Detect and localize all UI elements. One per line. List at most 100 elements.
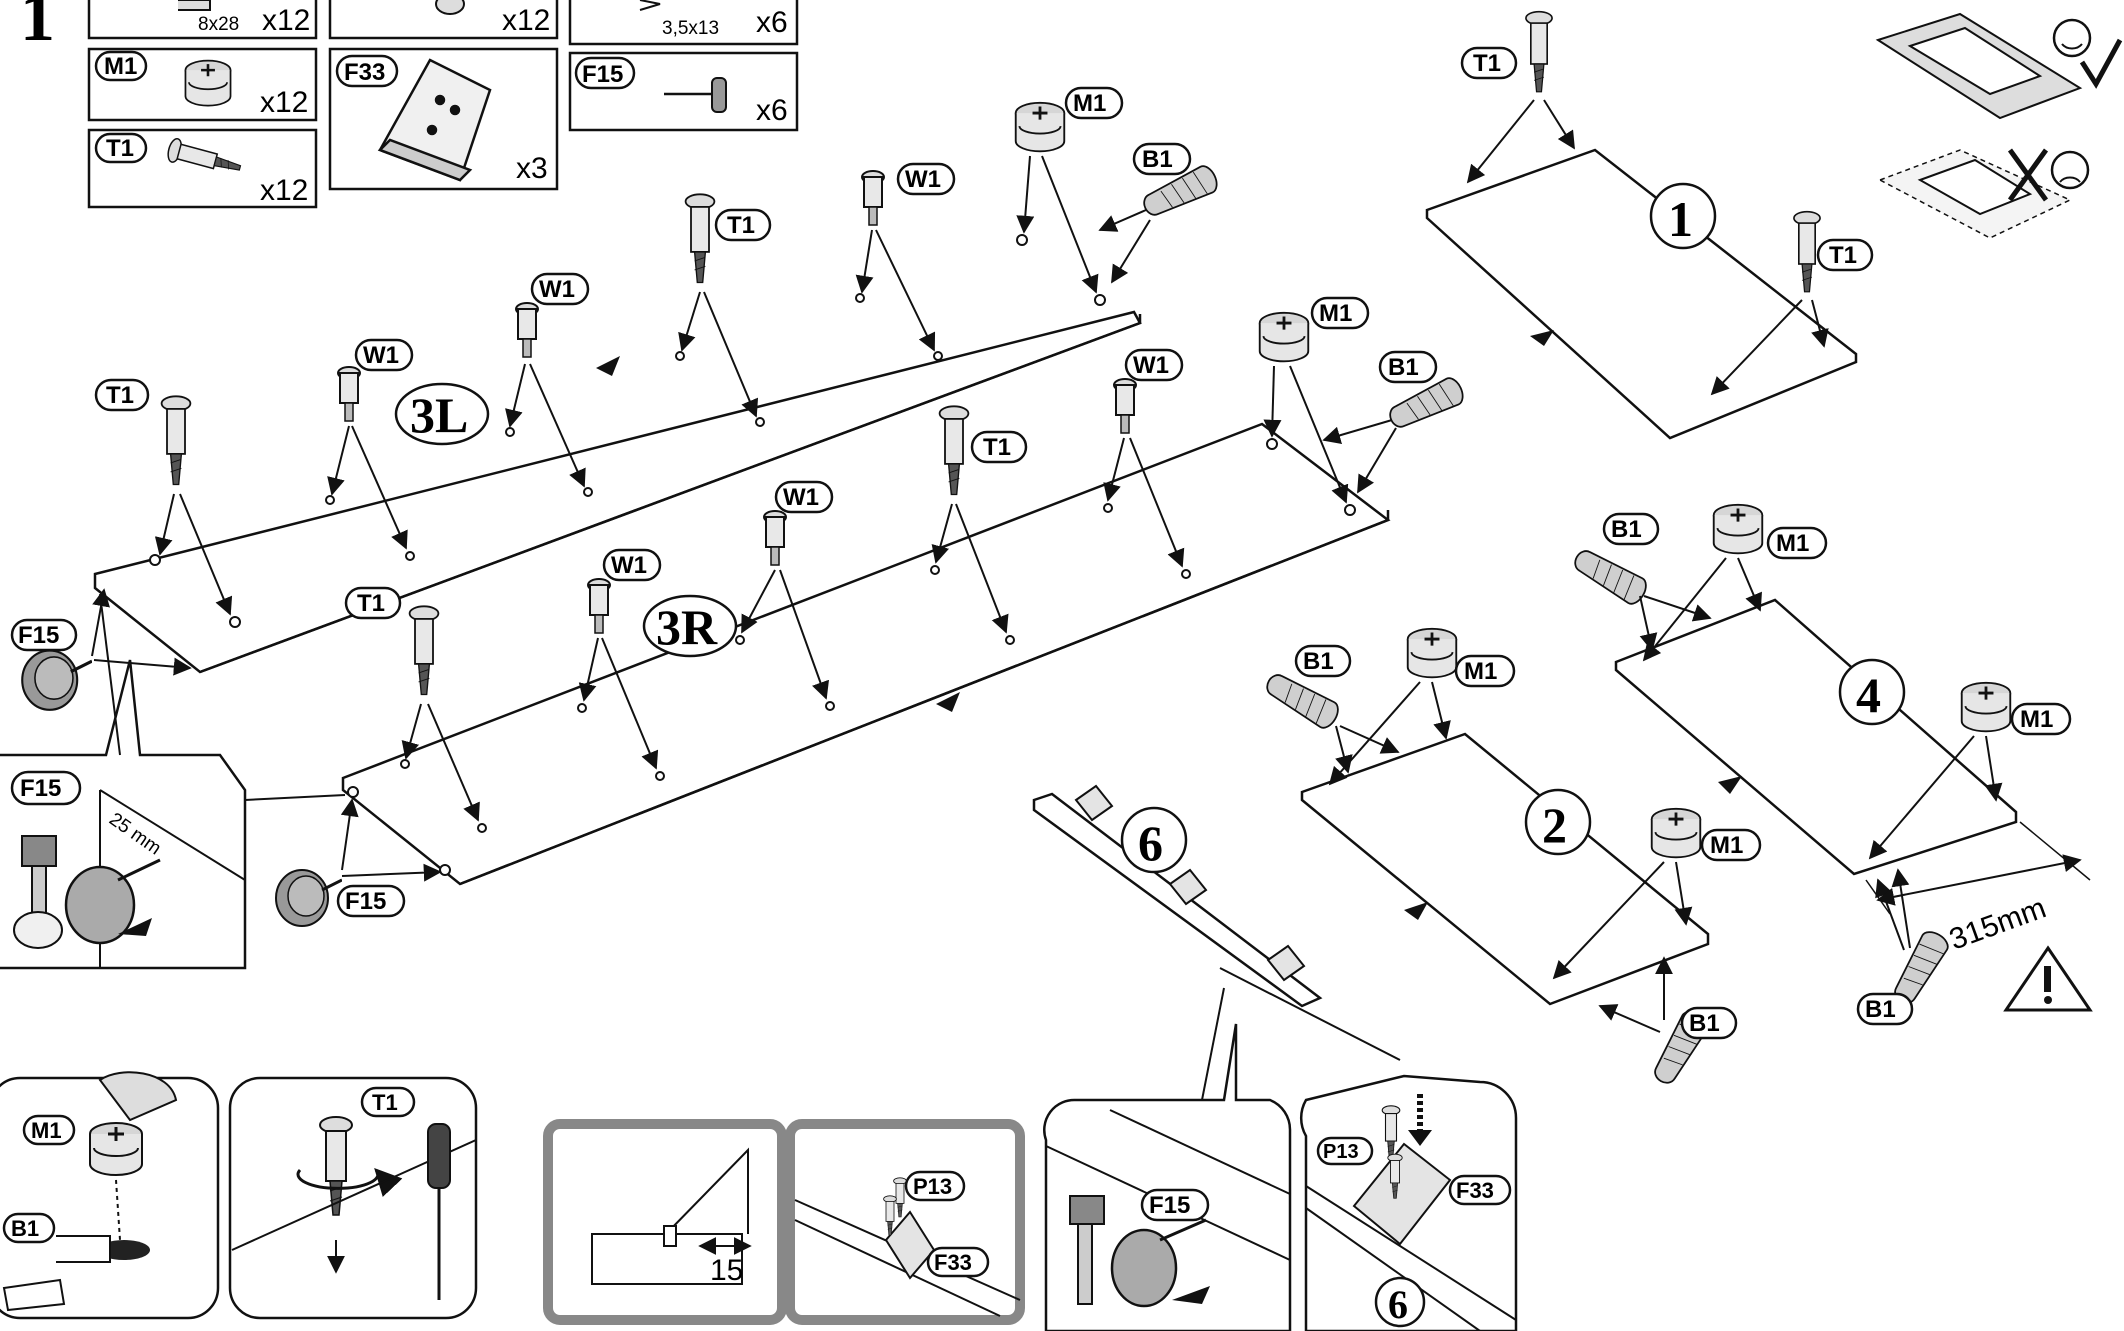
leader-line [1201, 987, 1225, 1101]
dowel-icon [336, 365, 362, 423]
svg-text:M1: M1 [104, 53, 137, 80]
board-1-arrows [1466, 99, 1829, 396]
step-number: 1 [20, 0, 55, 56]
svg-text:W1: W1 [611, 552, 647, 579]
check-icon [2079, 38, 2123, 89]
svg-text:2: 2 [1542, 797, 1567, 853]
svg-text:4: 4 [1856, 667, 1881, 723]
board-2-label: 2 [1524, 788, 1592, 856]
part-c-qty: x6 [756, 6, 788, 39]
parts-table [87, 0, 799, 209]
detail-m1-b1: M1 B1 [0, 1071, 220, 1320]
part-a-qty: x12 [262, 4, 310, 37]
board-6 [1032, 792, 1323, 1008]
dowel-icon [860, 169, 886, 227]
warning-icon [2003, 945, 2093, 1012]
svg-text:B1: B1 [1611, 516, 1642, 543]
part-t1-label: T1 [94, 132, 148, 164]
svg-text:B1: B1 [11, 1216, 39, 1241]
leader-line [1219, 967, 1401, 1061]
cam-bolt-icon [160, 395, 192, 486]
direction-arrow [936, 692, 960, 712]
board-3r-labels: T1 W1 W1 T1 W1 M1 B1 [344, 296, 1438, 620]
board-3l-holes [149, 234, 1106, 628]
svg-text:B1: B1 [1865, 996, 1896, 1023]
f15-label-3r: F15 [336, 884, 406, 918]
board-4-label: 4 [1838, 658, 1906, 726]
board-3l-labels: T1 W1 W1 T1 W1 M1 B1 [94, 86, 1192, 412]
dowel-icon [762, 509, 788, 567]
part-m1-label: M1 [94, 50, 148, 82]
cam-lock-icon [1014, 101, 1066, 153]
f15-arrows-3r [340, 798, 442, 882]
svg-text:W1: W1 [363, 342, 399, 369]
dowel-icon [586, 577, 612, 635]
svg-text:P13: P13 [913, 1174, 952, 1199]
board-3r-arrows [401, 365, 1397, 822]
svg-text:315mm: 315mm [1945, 891, 2050, 956]
dowel-icon [514, 301, 540, 359]
svg-text:3R: 3R [656, 599, 718, 655]
dowel-icon [1112, 377, 1138, 435]
cam-bolt-icon [1525, 10, 1553, 93]
detail-f15-left: F15 25 mm [0, 593, 346, 970]
cam-bolt-icon [684, 193, 716, 284]
direction-arrow [1530, 330, 1554, 346]
svg-text:W1: W1 [905, 166, 941, 193]
svg-text:T1: T1 [372, 1090, 398, 1115]
screwdriver-icon [427, 1123, 451, 1189]
cam-lock-icon [1960, 681, 2012, 733]
svg-text:F33: F33 [1456, 1178, 1494, 1203]
direction-arrow [1718, 776, 1742, 794]
part-a-size: 8x28 [198, 14, 239, 35]
svg-text:F33: F33 [344, 59, 385, 86]
svg-text:M1: M1 [1073, 90, 1106, 117]
svg-text:T1: T1 [727, 212, 755, 239]
svg-text:6: 6 [1388, 1282, 1408, 1327]
good-surface-hint [1875, 12, 2123, 120]
svg-text:F33: F33 [934, 1250, 972, 1275]
part-f15-label: F15 [574, 56, 636, 90]
f15-arrows-left [91, 588, 192, 676]
board-3l-arrows [154, 155, 1151, 616]
cam-lock-icon [1650, 807, 1702, 859]
glide-icon [20, 648, 92, 712]
svg-text:F15: F15 [20, 775, 61, 802]
svg-text:M1: M1 [1776, 530, 1809, 557]
cam-bolt-icon [408, 605, 440, 696]
bracket-marks [1074, 784, 1306, 982]
part-b-icon [435, 0, 465, 15]
svg-text:M1: M1 [1464, 658, 1497, 685]
cam-lock-icon [1258, 311, 1310, 363]
part-f33-qty: x3 [516, 152, 548, 185]
glide-icon [274, 868, 342, 928]
board-2-labels: B1 M1 M1 B1 [1294, 644, 1762, 1040]
svg-text:M1: M1 [31, 1118, 62, 1143]
svg-text:M1: M1 [1319, 300, 1352, 327]
part-m1-qty: x12 [260, 86, 308, 119]
svg-text:B1: B1 [1388, 354, 1419, 381]
svg-text:T1: T1 [1829, 242, 1857, 269]
svg-text:T1: T1 [106, 135, 134, 162]
svg-text:M1: M1 [1710, 832, 1743, 859]
detail-bracket-distance: 15 [543, 1119, 787, 1325]
board-4-labels: B1 M1 M1 B1 [1602, 512, 2072, 1026]
wood-dowel-icon [1568, 543, 1652, 609]
f15-label-left: F15 [10, 618, 78, 652]
bad-surface-hint [1878, 148, 2090, 239]
cross-icon [2007, 148, 2049, 202]
svg-text:T1: T1 [357, 590, 385, 617]
svg-text:W1: W1 [539, 276, 575, 303]
svg-text:B1: B1 [1142, 146, 1173, 173]
part-c-icon [639, 0, 661, 11]
cam-lock-icon [1712, 503, 1764, 555]
svg-text:6: 6 [1138, 815, 1163, 871]
svg-text:B1: B1 [1303, 648, 1334, 675]
dim-15: 15 [710, 1254, 743, 1287]
board-2 [1300, 732, 1710, 1006]
detail-board6-bracket: P13 F33 6 [1299, 1074, 1518, 1331]
svg-text:F15: F15 [18, 622, 59, 649]
board-1 [1425, 148, 1858, 440]
svg-text:T1: T1 [1473, 50, 1501, 77]
svg-text:P13: P13 [1323, 1141, 1359, 1163]
